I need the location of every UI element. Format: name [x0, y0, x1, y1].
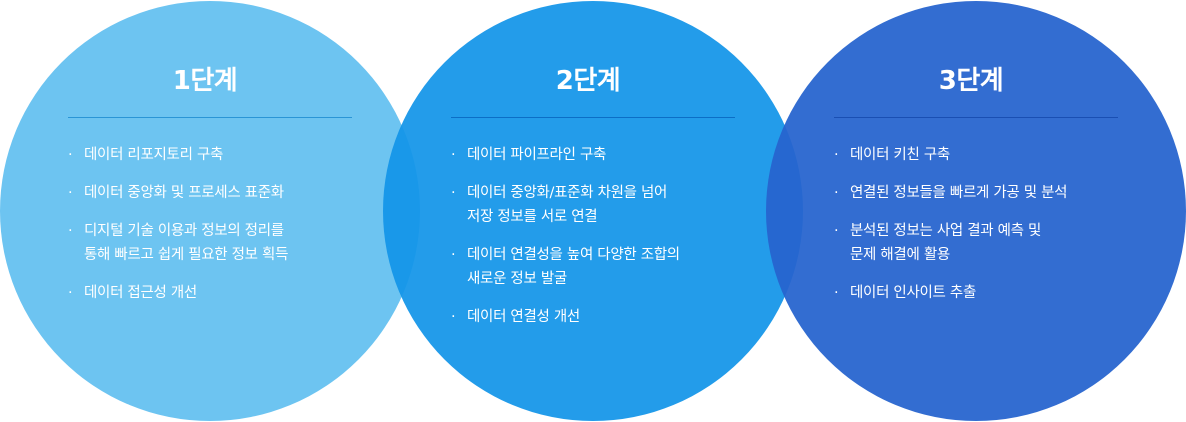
- stage-2-divider: [451, 117, 735, 118]
- list-item: 데이터 연결성 개선: [451, 305, 771, 329]
- stage-1-circle: [0, 1, 420, 421]
- stage-3-circle: [766, 1, 1186, 421]
- list-item: 데이터 리포지토리 구축: [68, 143, 388, 167]
- stage-1-divider: [68, 117, 352, 118]
- stage-3-divider: [834, 117, 1118, 118]
- stage-2-title: 2단계: [555, 66, 621, 96]
- list-item: 데이터 접근성 개선: [68, 281, 388, 305]
- list-item: 데이터 인사이트 추출: [834, 281, 1154, 305]
- stage-3-items: 데이터 키친 구축 연결된 정보들을 빠르게 가공 및 분석 분석된 정보는 사…: [834, 143, 1154, 319]
- list-item: 분석된 정보는 사업 결과 예측 및문제 해결에 활용: [834, 219, 1154, 267]
- list-item: 연결된 정보들을 빠르게 가공 및 분석: [834, 181, 1154, 205]
- stage-1-title: 1단계: [172, 66, 238, 96]
- stage-1: 1단계 데이터 리포지토리 구축 데이터 중앙화 및 프로세스 표준화 디지털 …: [0, 0, 420, 420]
- stage-3-title: 3단계: [938, 66, 1004, 96]
- stage-3: 3단계 데이터 키친 구축 연결된 정보들을 빠르게 가공 및 분석 분석된 정…: [766, 0, 1186, 420]
- list-item: 데이터 파이프라인 구축: [451, 143, 771, 167]
- list-item: 데이터 키친 구축: [834, 143, 1154, 167]
- list-item: 데이터 중앙화 및 프로세스 표준화: [68, 181, 388, 205]
- stage-1-items: 데이터 리포지토리 구축 데이터 중앙화 및 프로세스 표준화 디지털 기술 이…: [68, 143, 388, 319]
